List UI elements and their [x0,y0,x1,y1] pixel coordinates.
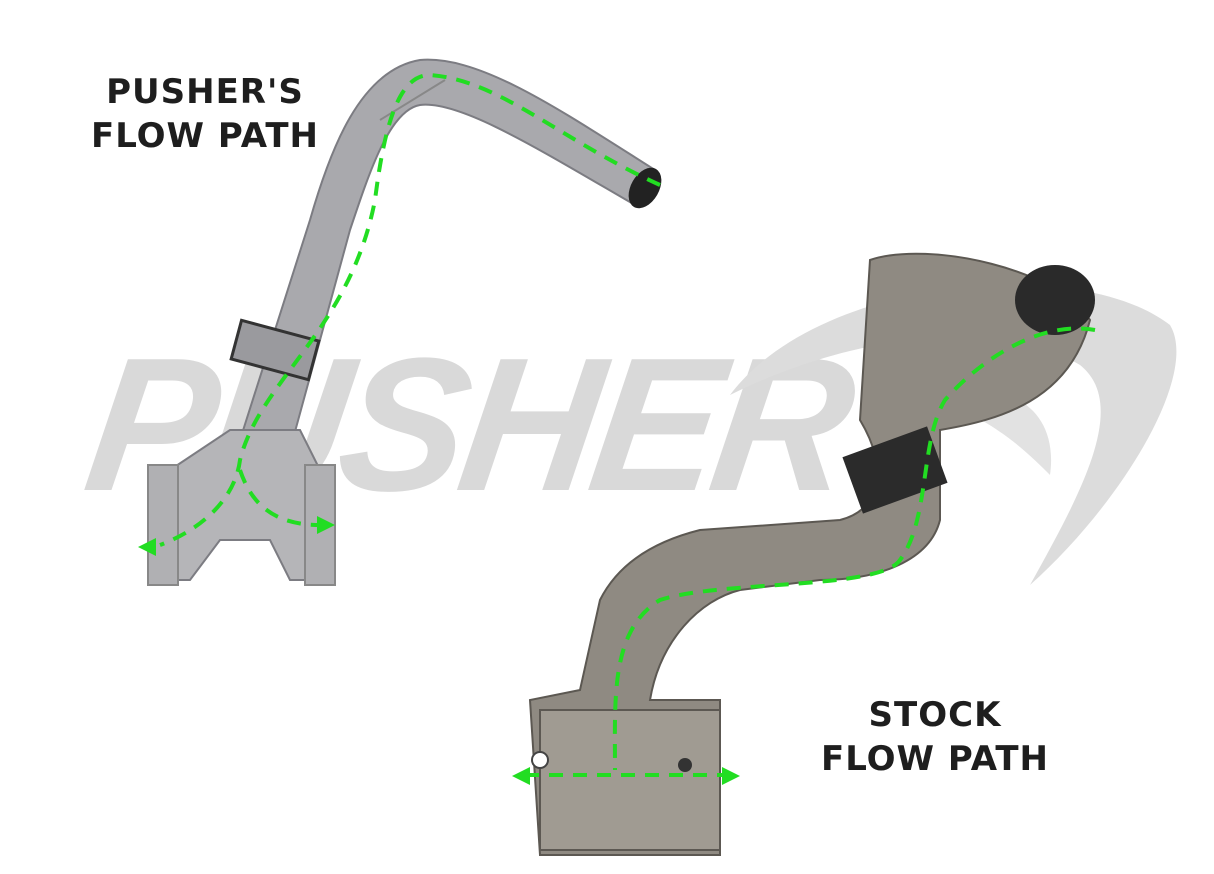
stock-label-line1: STOCK [868,695,1002,735]
pusher-label-line2: FLOW PATH [90,116,320,156]
arrow-left-icon [138,538,156,556]
pusher-pipe [147,58,662,586]
pusher-flow-path-label: PUSHER'S FLOW PATH [90,70,320,158]
pusher-label-line1: PUSHER'S [106,72,304,112]
stock-label-line2: FLOW PATH [820,739,1050,779]
pusher-flow-path-arrow [159,72,661,547]
arrow-right-icon [317,516,335,534]
stock-flow-path-label: STOCK FLOW PATH [820,693,1050,781]
flow-arrowheads [138,516,740,785]
arrow-right-icon [722,767,740,785]
stock-flow-path-arrow [525,326,1096,777]
arrow-left-icon [512,767,530,785]
